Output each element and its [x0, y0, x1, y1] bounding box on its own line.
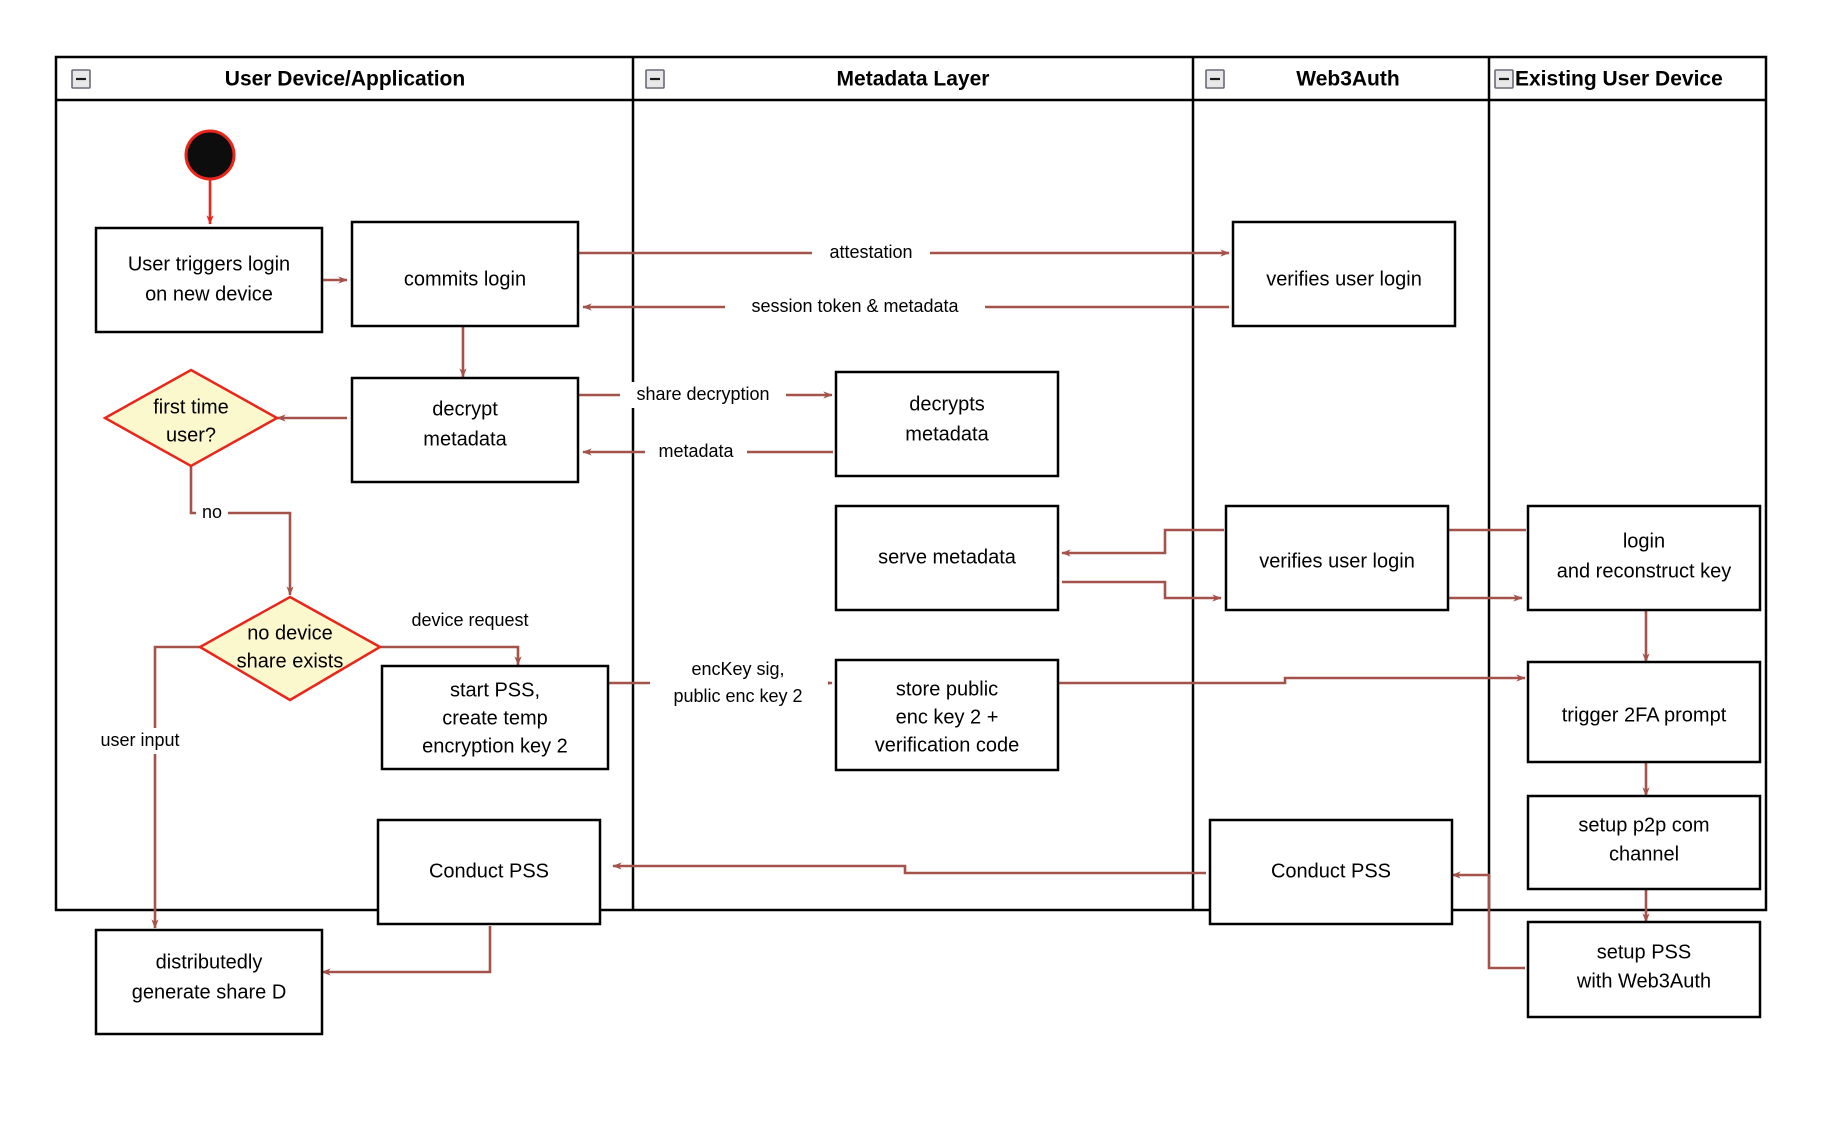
node-label-line: first time [153, 396, 229, 418]
edge-label-user-input: user input [84, 728, 196, 754]
node-decrypts-metadata[interactable]: decrypts metadata [834, 370, 1060, 478]
node-label-line: no device [247, 622, 333, 644]
lane-header-user-device-application[interactable]: User Device/Application [71, 68, 465, 91]
node-label-line: verifies user login [1266, 268, 1422, 290]
node-verifies-user-login-2[interactable]: verifies user login [1224, 504, 1450, 612]
node-label-line: trigger 2FA prompt [1562, 704, 1727, 726]
node-commits-login[interactable]: commits login [350, 220, 580, 328]
node-label-line: Conduct PSS [429, 860, 549, 882]
start-node [184, 129, 236, 181]
node-verifies-user-login-1[interactable]: verifies user login [1231, 220, 1457, 328]
node-user-triggers-login[interactable]: User triggers login on new device [94, 226, 324, 334]
edge-label-metadata: metadata [645, 440, 747, 466]
edge-label-text: metadata [658, 441, 734, 461]
node-label-line: Conduct PSS [1271, 860, 1391, 882]
node-label-line: commits login [404, 268, 526, 290]
node-label-line: user? [166, 424, 216, 446]
edge-label-no: no [196, 501, 228, 525]
edge-verifies-2-to-serve-metadata [1061, 528, 1224, 557]
lane-header-existing-user-device[interactable]: Existing User Device [1494, 68, 1723, 91]
edge-label-share-decryption: share decryption [620, 382, 786, 408]
node-label-line: distributedly [156, 951, 263, 973]
edge-label-text: device request [411, 610, 528, 630]
minus-box-icon[interactable] [1494, 69, 1514, 89]
node-start-pss-create-temp-key[interactable]: start PSS, create temp encryption key 2 [380, 664, 610, 771]
node-setup-p2p-com-channel[interactable]: setup p2p com channel [1526, 794, 1762, 891]
node-label-line: start PSS, [450, 679, 540, 701]
node-serve-metadata[interactable]: serve metadata [834, 504, 1060, 612]
node-label-line: on new device [145, 283, 273, 305]
edge-conduct-pss-web3auth-to-conduct-pss-user [612, 862, 1206, 875]
edge-no-device-share-to-start-pss [380, 645, 522, 666]
node-label-line: channel [1609, 843, 1679, 865]
node-label-line: encryption key 2 [422, 735, 568, 757]
lane-header-label: Web3Auth [1296, 68, 1399, 91]
node-label-line: and reconstruct key [1557, 560, 1732, 582]
minus-box-icon[interactable] [71, 69, 91, 89]
node-label-line: share exists [237, 650, 344, 672]
minus-box-icon[interactable] [1205, 69, 1225, 89]
node-label-line: decrypts [909, 393, 985, 415]
lane-header-label: User Device/Application [225, 68, 465, 91]
node-label-line: decrypt [432, 398, 498, 420]
edge-no-device-share-user-input [151, 645, 200, 929]
node-first-time-user-decision[interactable]: first time user? [102, 368, 280, 468]
edge-label-enckey-sig: encKey sig, public enc key 2 [650, 655, 828, 711]
edge-serve-metadata-to-verifies-2 [1062, 580, 1222, 602]
edge-store-key-to-trigger-2fa [1057, 674, 1526, 685]
node-label-line: create temp [442, 707, 548, 729]
node-conduct-pss-web3auth[interactable]: Conduct PSS [1208, 818, 1454, 926]
lane-header-web3auth[interactable]: Web3Auth [1205, 68, 1400, 91]
edge-labels: attestation session token & metadata sha… [84, 240, 985, 754]
node-label-line: setup PSS [1597, 941, 1692, 963]
edge-label-text: no [202, 502, 222, 522]
node-label-line: setup p2p com [1578, 814, 1709, 836]
lane-header-metadata-layer[interactable]: Metadata Layer [645, 68, 990, 91]
node-trigger-2fa-prompt[interactable]: trigger 2FA prompt [1526, 660, 1762, 764]
edge-label-text: public enc key 2 [673, 686, 802, 706]
edge-label-device-request: device request [392, 608, 548, 634]
edge-label-text: share decryption [636, 384, 769, 404]
lane-frame [54, 55, 1768, 912]
node-label-line: generate share D [132, 981, 287, 1003]
node-label-line: verification code [875, 734, 1020, 756]
edge-label-session-token-metadata: session token & metadata [725, 294, 985, 320]
node-label-line: login [1623, 530, 1665, 552]
edge-label-text: session token & metadata [751, 296, 959, 316]
node-conduct-pss-user[interactable]: Conduct PSS [376, 818, 602, 926]
node-no-device-share-exists-decision[interactable]: no device share exists [197, 595, 383, 702]
edge-conduct-pss-user-to-generate-share-d [321, 926, 492, 976]
node-store-public-enc-key-2[interactable]: store public enc key 2 + verification co… [834, 658, 1060, 772]
edge-label-text: attestation [829, 242, 912, 262]
node-label-line: serve metadata [878, 546, 1017, 568]
node-label-line: User triggers login [128, 253, 290, 275]
edge-label-text: encKey sig, [691, 659, 784, 679]
node-label-line: metadata [905, 423, 989, 445]
edge-first-time-user-no [189, 465, 294, 596]
node-setup-pss-with-web3auth[interactable]: setup PSS with Web3Auth [1526, 920, 1762, 1019]
lane-header-label: Metadata Layer [837, 68, 990, 91]
node-decrypt-metadata[interactable]: decrypt metadata [350, 376, 580, 484]
edge-label-attestation: attestation [812, 240, 930, 266]
minus-box-icon[interactable] [645, 69, 665, 89]
node-label-line: enc key 2 + [896, 706, 999, 728]
edge-label-text: user input [100, 730, 179, 750]
edge-setup-pss-to-conduct-pss-web3auth [1451, 871, 1525, 970]
swimlane-outer-border [54, 55, 1768, 912]
lane-header-label: Existing User Device [1515, 68, 1723, 91]
node-label-line: metadata [423, 428, 507, 450]
node-login-and-reconstruct-key[interactable]: login and reconstruct key [1526, 504, 1762, 612]
node-label-line: store public [896, 678, 998, 700]
node-label-line: with Web3Auth [1576, 970, 1711, 992]
node-label-line: verifies user login [1259, 550, 1415, 572]
node-distributedly-generate-share-d[interactable]: distributedly generate share D [94, 928, 324, 1036]
